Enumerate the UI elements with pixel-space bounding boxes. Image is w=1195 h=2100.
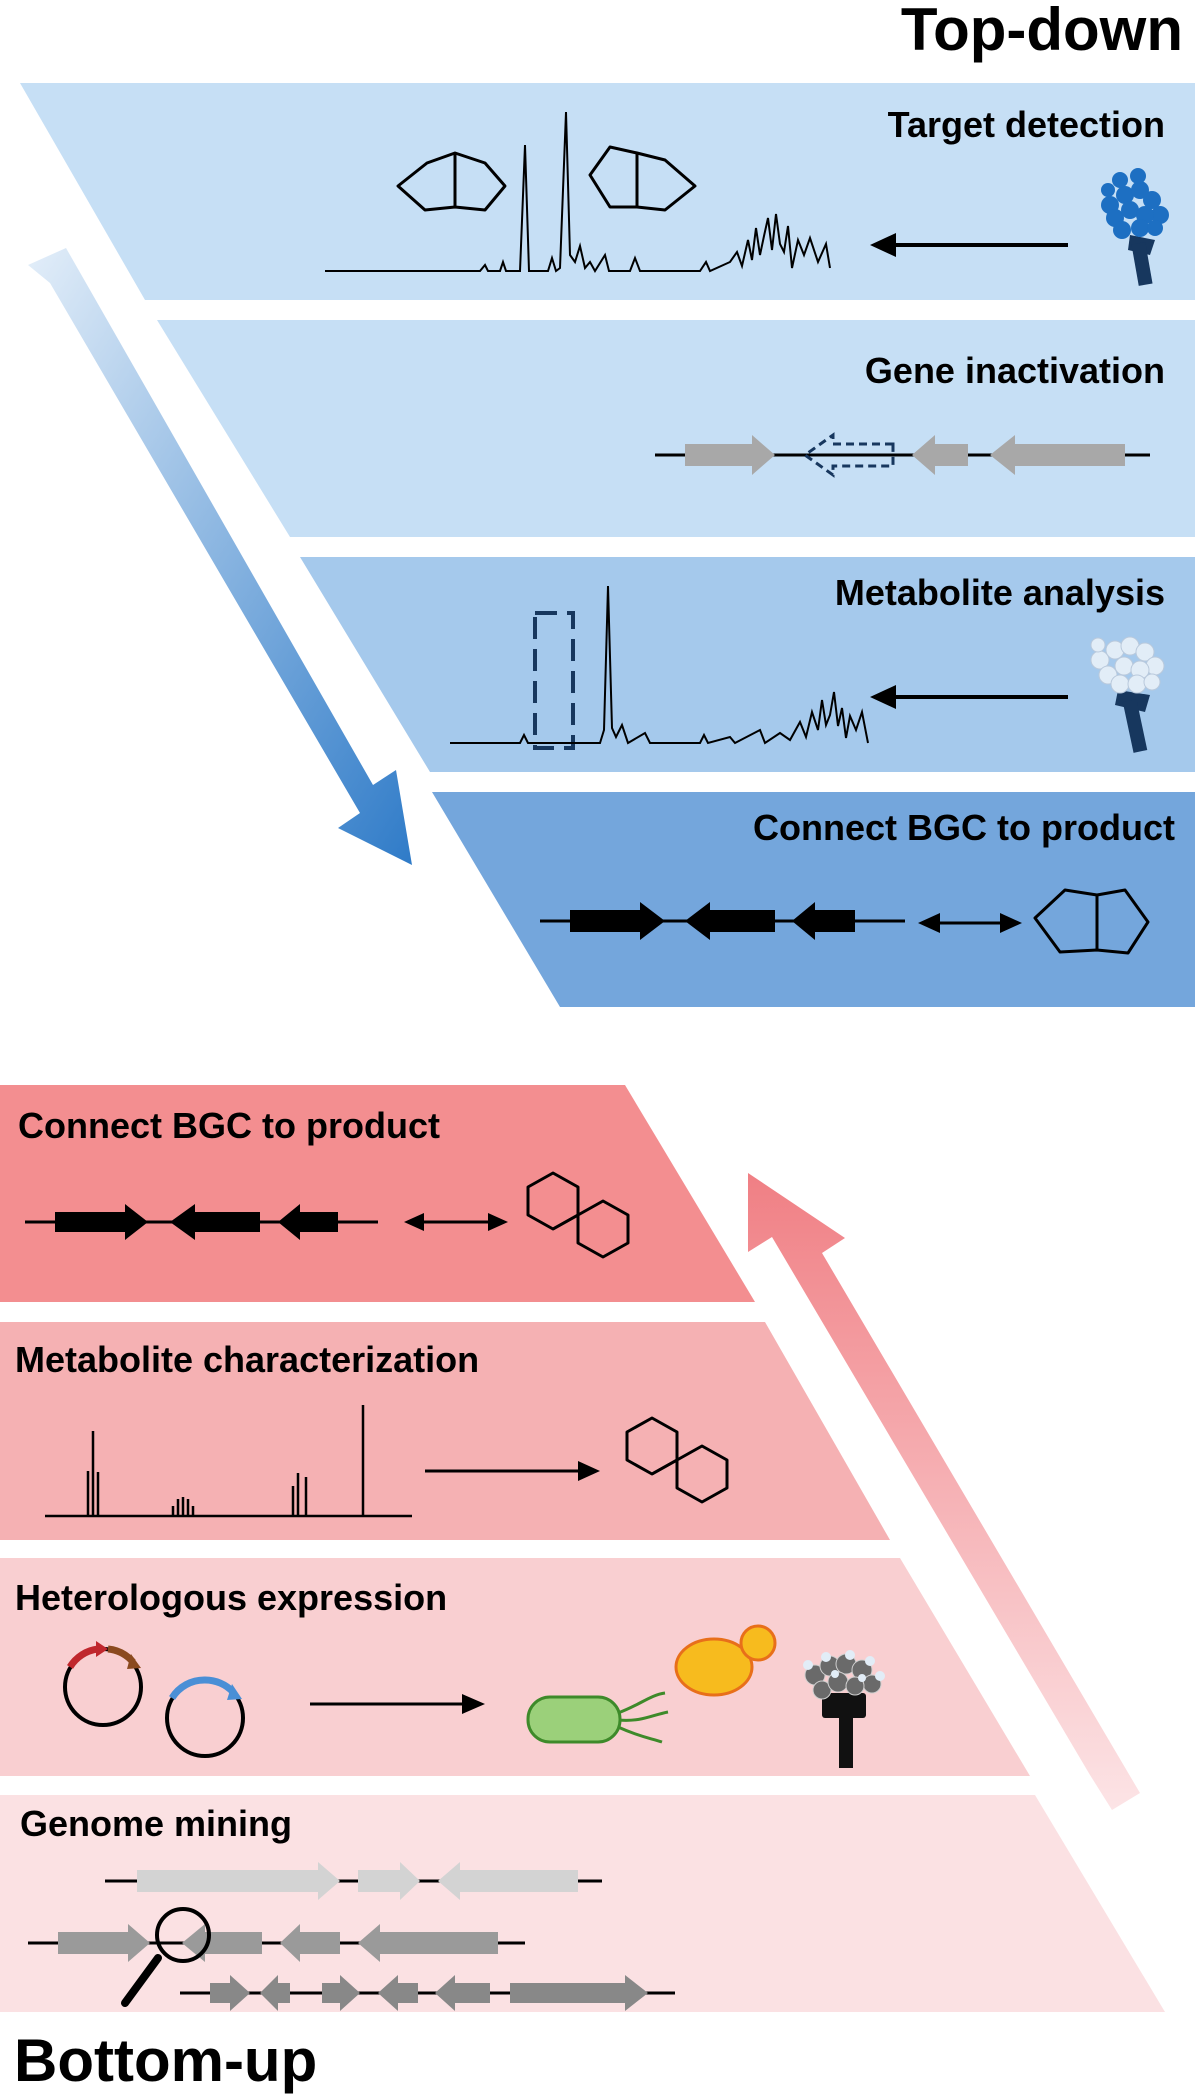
link-arrow-head <box>488 1213 508 1231</box>
wild-type-strain-icon <box>1101 168 1169 286</box>
gene-arrow <box>685 435 775 475</box>
bicyclic-molecule-icon <box>396 151 507 212</box>
step-label: Target detection <box>888 104 1165 145</box>
step-label: Gene inactivation <box>865 350 1165 391</box>
bicyclic-molecule-icon <box>1033 888 1150 955</box>
top-down-step-gene-inactivation: Gene inactivation <box>157 320 1195 537</box>
process-arrow-head <box>462 1694 485 1714</box>
gene-arrow <box>58 1924 150 1962</box>
link-arrow-head <box>918 913 940 933</box>
nmr-spectrum <box>45 1405 412 1518</box>
gene-arrow <box>435 1975 490 2011</box>
step-label: Genome mining <box>20 1803 292 1844</box>
gene-arrow <box>990 435 1125 475</box>
step-label: Heterologous expression <box>15 1577 447 1618</box>
step-panel <box>157 320 1195 537</box>
magnifier-icon <box>121 1907 211 2007</box>
gene-arrow <box>570 902 665 940</box>
step-label: Metabolite characterization <box>15 1339 479 1380</box>
gene-arrow <box>137 1862 340 1900</box>
process-arrow-head <box>870 685 896 709</box>
step-panel <box>0 1322 890 1540</box>
step-panel <box>432 792 1195 1007</box>
bottom-up-direction-arrow <box>748 1173 1140 1810</box>
bottom-up-step-metabolite-characterization: Metabolite characterization <box>0 1322 890 1540</box>
ecoli-icon <box>526 1691 669 1744</box>
gene-arrow <box>278 1204 338 1240</box>
bottom-up-step-genome-mining: Genome mining <box>0 1795 1165 2012</box>
gene-arrow <box>912 435 968 475</box>
step-label: Connect BGC to product <box>18 1105 440 1146</box>
gene-arrow <box>792 902 855 940</box>
chromatogram-trace <box>450 585 869 745</box>
top-down-step-metabolite-analysis: Metabolite analysis <box>300 557 1195 772</box>
gene-arrow <box>280 1924 340 1962</box>
naphthalene-molecule-icon <box>526 1171 630 1259</box>
step-label: Connect BGC to product <box>753 807 1175 848</box>
bottom-up-heading: Bottom-up <box>14 2027 318 2094</box>
gene-arrow <box>55 1204 148 1240</box>
gene-arrow <box>510 1975 648 2011</box>
top-down-step-connect-bgc-to-product: Connect BGC to product <box>432 792 1195 1007</box>
gene-arrow <box>210 1975 250 2011</box>
mutant-strain-icon <box>1090 636 1165 753</box>
bottom-up-step-heterologous-expression: Heterologous expression <box>0 1558 1030 1776</box>
plasmid-icon <box>165 1676 245 1758</box>
process-arrow-head <box>870 233 896 257</box>
gene-arrow <box>170 1204 260 1240</box>
gene-arrow <box>322 1975 360 2011</box>
streptomyces-icon <box>803 1650 885 1768</box>
missing-peak-box <box>533 611 575 750</box>
gene-arrow <box>358 1862 420 1900</box>
step-panel <box>300 557 1195 772</box>
bottom-up-step-connect-bgc-to-product: Connect BGC to product <box>0 1085 755 1302</box>
bicyclic-molecule-icon <box>588 145 697 212</box>
plasmid-icon <box>63 1641 143 1727</box>
link-arrow-head <box>1000 913 1022 933</box>
link-arrow-head <box>404 1213 424 1231</box>
top-down-direction-arrow <box>28 248 412 865</box>
chromatogram-trace <box>325 111 831 273</box>
step-panel <box>0 1085 755 1302</box>
yeast-icon <box>674 1624 777 1697</box>
process-arrow-head <box>578 1461 600 1481</box>
gene-arrow <box>438 1862 578 1900</box>
step-label: Metabolite analysis <box>835 572 1165 613</box>
step-panel <box>0 1558 1030 1776</box>
gene-arrow <box>260 1975 290 2011</box>
gene-arrow <box>685 902 775 940</box>
gene-arrow <box>378 1975 418 2011</box>
deleted-gene-arrow <box>802 432 895 478</box>
naphthalene-molecule-icon <box>625 1416 729 1504</box>
top-down-heading: Top-down <box>900 0 1183 63</box>
gene-arrow <box>358 1924 498 1962</box>
top-down-step-target-detection: Target detection <box>20 83 1195 300</box>
step-panel <box>0 1795 1165 2012</box>
